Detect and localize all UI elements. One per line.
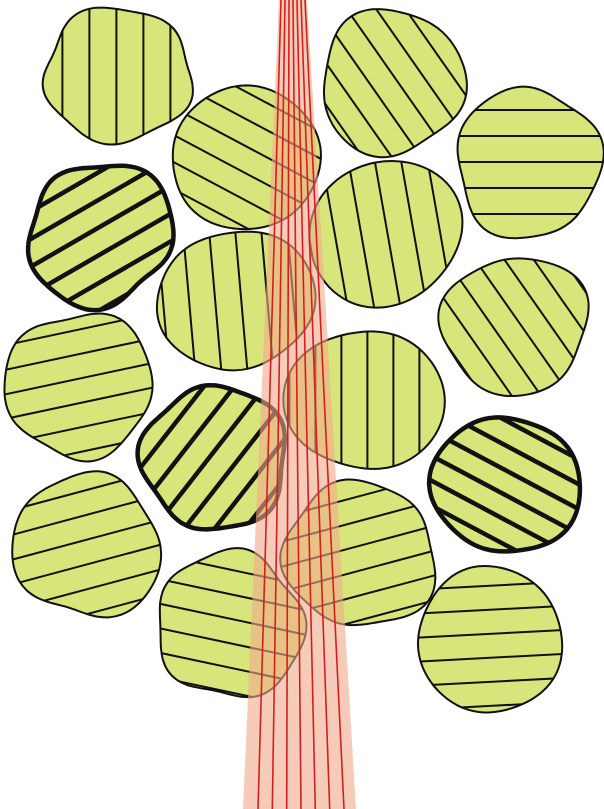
grain-body (4, 314, 152, 462)
hatch-line (393, 724, 597, 735)
grain-body (324, 9, 467, 157)
